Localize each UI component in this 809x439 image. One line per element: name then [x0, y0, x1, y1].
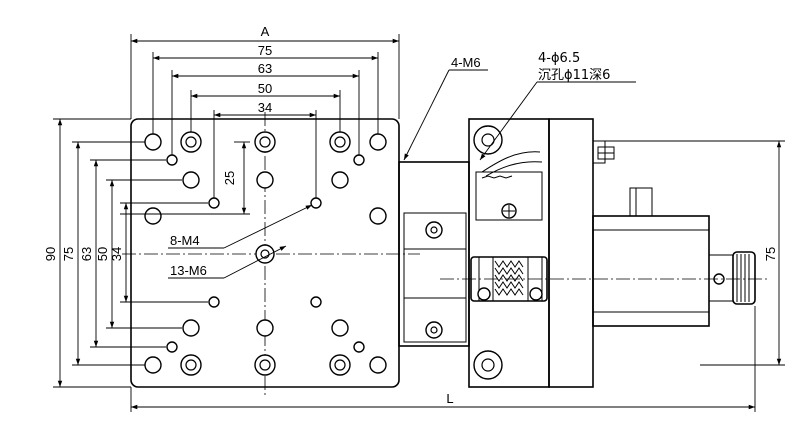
bottom-dimension: [130, 306, 756, 412]
dim-75-right-label: 75: [763, 247, 778, 261]
hole: [369, 133, 387, 151]
callout-counterbore: 沉孔ϕ11深6: [538, 68, 610, 83]
hole: [166, 341, 178, 353]
left-dimensions: [53, 118, 208, 388]
hole: [144, 207, 162, 225]
callout-4phi65: 4-ϕ6.5: [538, 51, 580, 66]
hole: [331, 171, 349, 189]
hole: [144, 133, 162, 151]
hole: [353, 154, 365, 166]
counterbore-hole: [254, 131, 276, 153]
hole: [369, 356, 387, 374]
callout-4m6: 4-M6: [451, 55, 481, 70]
counterbore-hole: [180, 354, 202, 376]
hole: [256, 319, 274, 337]
dim-25-label: 25: [222, 171, 237, 185]
hole: [310, 197, 322, 209]
callout-13m6: 13-M6: [170, 263, 207, 278]
counterbore-hole: [329, 131, 351, 153]
dim-75-left-label: 75: [61, 247, 76, 261]
dim-63-left-label: 63: [79, 247, 94, 261]
counterbore-hole: [180, 131, 202, 153]
hole: [144, 356, 162, 374]
dim-63-top-label: 63: [258, 61, 272, 76]
dim-34-left-label: 34: [109, 247, 124, 261]
bearing-housing: [468, 118, 550, 388]
plate-holes: [144, 131, 387, 376]
dim-50-left-label: 50: [95, 247, 110, 261]
dim-a-label: A: [261, 24, 270, 39]
counterbore-hole: [255, 244, 275, 264]
top-dimensions: [130, 34, 400, 198]
counterbore-hole: [473, 350, 503, 380]
hole: [331, 319, 349, 337]
stepper-motor: [592, 187, 756, 327]
callout-leaders: [168, 69, 636, 279]
dim-50-top-label: 50: [258, 81, 272, 96]
hole: [369, 207, 387, 225]
counterbore-hole: [425, 221, 443, 239]
limit-switch-block: [548, 118, 615, 388]
hole: [166, 154, 178, 166]
dim-90-label: 90: [43, 247, 58, 261]
hole: [310, 296, 322, 308]
hole: [182, 319, 200, 337]
hole: [208, 296, 220, 308]
dim-75-top-label: 75: [258, 43, 272, 58]
right-dimension: [605, 140, 785, 366]
hole: [182, 171, 200, 189]
counterbore-hole: [329, 354, 351, 376]
dim-l-label: L: [446, 391, 453, 406]
hole: [208, 197, 220, 209]
counterbore-hole: [425, 321, 443, 339]
counterbore-hole: [254, 354, 276, 376]
hole: [256, 171, 274, 189]
callout-8m4: 8-M4: [170, 233, 200, 248]
hole: [353, 341, 365, 353]
counterbore-hole: [473, 125, 503, 155]
dim-34-top-label: 34: [258, 100, 272, 115]
